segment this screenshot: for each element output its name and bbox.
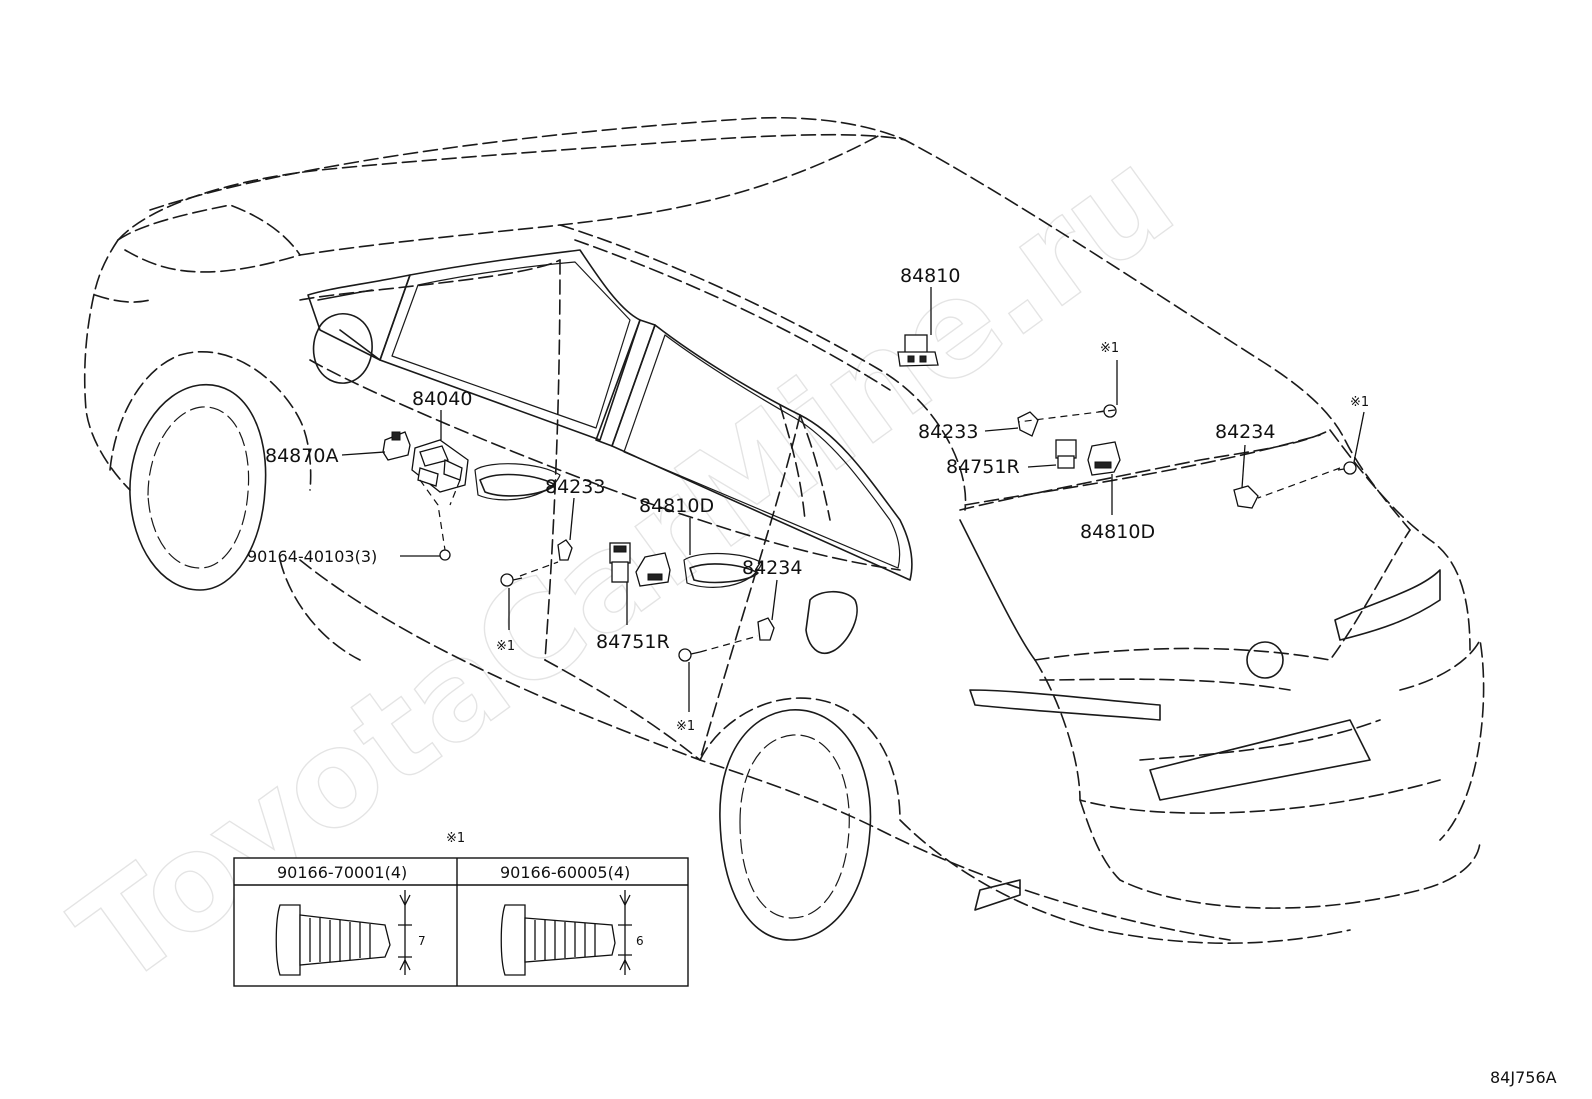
note-ref-mid: ※1 [676, 719, 695, 734]
switch-84870A [382, 431, 411, 461]
switch-84810D-right [1087, 441, 1121, 476]
note-ref-top-right: ※1 [1100, 341, 1119, 356]
label-84234-right: 84234 [1215, 421, 1275, 443]
dim-70001: 7 [418, 934, 426, 948]
dim-60005: 6 [636, 934, 644, 948]
label-84870A: 84870A [265, 445, 338, 467]
bracket-84234-right [1233, 485, 1259, 509]
switch-84751R-mid [609, 542, 631, 583]
label-84810D-right: 84810D [1080, 521, 1155, 543]
bracket-84234-mid [757, 617, 775, 641]
diagram-code: 84J756A [1490, 1068, 1557, 1087]
label-84751R-mid: 84751R [596, 631, 670, 653]
label-84233-left: 84233 [545, 476, 605, 498]
label-84810D-mid: 84810D [639, 495, 714, 517]
label-90164: 90164-40103(3) [247, 547, 377, 566]
note-ref-far-right: ※1 [1350, 395, 1369, 410]
label-84234-mid: 84234 [742, 557, 802, 579]
table-header-60005: 90166-60005(4) [500, 863, 630, 882]
bolt-70001-icon: 7 [275, 890, 426, 976]
leader-lines [341, 287, 1365, 712]
label-84233-right: 84233 [918, 421, 978, 443]
note-ref-left: ※1 [496, 639, 515, 654]
screw-icons [439, 404, 1357, 662]
vehicle-outline [83, 116, 1485, 944]
switch-84751R-right [1055, 439, 1077, 469]
bolt-spec-table: ※1 90166-70001(4) 90166-60005(4) 7 6 [233, 831, 689, 987]
label-84751R-right: 84751R [946, 456, 1020, 478]
switch-84810-top [897, 334, 939, 367]
master-switch-84040 [411, 439, 469, 493]
bracket-84233-left [557, 539, 573, 561]
bracket-84233-right [1017, 411, 1039, 437]
switch-84810D-mid [635, 552, 671, 587]
table-header-70001: 90166-70001(4) [277, 863, 407, 882]
label-84040: 84040 [412, 388, 472, 410]
label-84810-top: 84810 [900, 265, 960, 287]
bolt-60005-icon: 6 [500, 890, 644, 976]
table-ref-note: ※1 [446, 831, 465, 846]
